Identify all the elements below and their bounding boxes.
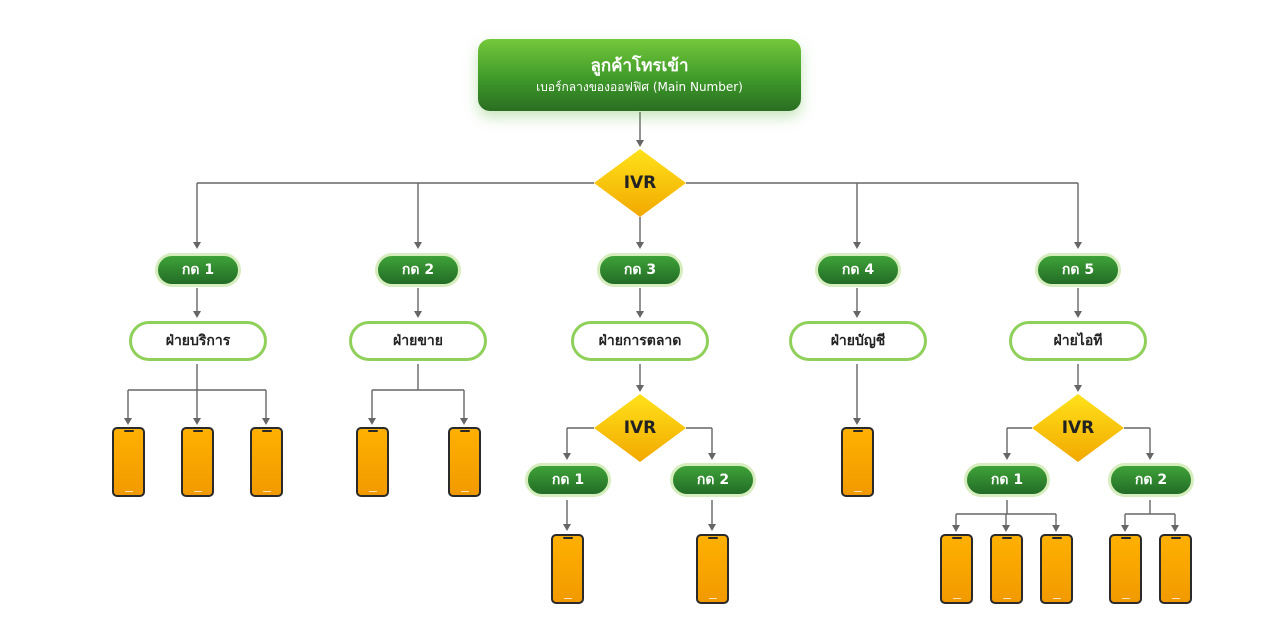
arrow-head [1074,311,1082,318]
arrow-head [1121,525,1129,532]
incoming-call-box: ลูกค้าโทรเข้า เบอร์กลางของออฟฟิศ (Main N… [478,39,801,111]
phone-icon [1159,534,1192,604]
arrow-head [636,311,644,318]
phone-icon [181,427,214,497]
phone-icon [551,534,584,604]
arrow-head [1003,453,1011,460]
arrow-head [1074,385,1082,392]
arrow-head [1146,453,1154,460]
ivr-marketing-label: IVR [623,418,657,438]
arrow-head [193,311,201,318]
arrow-head [193,242,201,249]
arrow-head [414,242,422,249]
arrow-head [124,418,132,425]
arrow-head [1002,525,1010,532]
arrow-head [563,453,571,460]
arrow-head [414,311,422,318]
arrow-head [708,524,716,531]
dept-accounting-box: ฝ่ายบัญชี [789,321,927,361]
press-4-pill: กด 4 [815,253,901,287]
press-3-pill: กด 3 [597,253,683,287]
phone-icon [696,534,729,604]
phone-icon [990,534,1023,604]
ivr-it-label: IVR [1061,418,1095,438]
arrow-head [262,418,270,425]
phone-icon [112,427,145,497]
arrow-head [1074,242,1082,249]
main-number-subtitle: เบอร์กลางของออฟฟิศ (Main Number) [536,80,743,94]
arrow-head [853,311,861,318]
incoming-call-title: ลูกค้าโทรเข้า [590,56,689,76]
phone-icon [940,534,973,604]
phone-icon [1040,534,1073,604]
arrow-head [368,418,376,425]
phone-icon [1109,534,1142,604]
arrow-head [952,525,960,532]
press-1-pill: กด 1 [155,253,241,287]
dept-sales-box: ฝ่ายขาย [349,321,487,361]
phone-icon [250,427,283,497]
arrow-head [460,418,468,425]
dept-it-box: ฝ่ายไอที [1009,321,1147,361]
arrow-head [563,524,571,531]
ivr-main-label: IVR [623,173,657,193]
dept-service-box: ฝ่ายบริการ [129,321,267,361]
arrow-head [193,418,201,425]
arrow-head [1052,525,1060,532]
ivr-marketing-diamond: IVR [594,394,686,462]
ivr-main-diamond: IVR [594,149,686,217]
press-2-pill: กด 2 [375,253,461,287]
arrow-head [853,418,861,425]
arrow-head [636,140,644,147]
marketing-press-1-pill: กด 1 [525,463,611,497]
phone-icon [841,427,874,497]
arrow-head [636,385,644,392]
dept-marketing-box: ฝ่ายการตลาด [571,321,709,361]
arrow-head [1171,525,1179,532]
arrow-head [636,242,644,249]
ivr-it-diamond: IVR [1032,394,1124,462]
marketing-press-2-pill: กด 2 [670,463,756,497]
phone-icon [356,427,389,497]
it-press-2-pill: กด 2 [1108,463,1194,497]
arrow-head [853,242,861,249]
phone-icon [448,427,481,497]
arrow-head [708,453,716,460]
it-press-1-pill: กด 1 [964,463,1050,497]
press-5-pill: กด 5 [1035,253,1121,287]
